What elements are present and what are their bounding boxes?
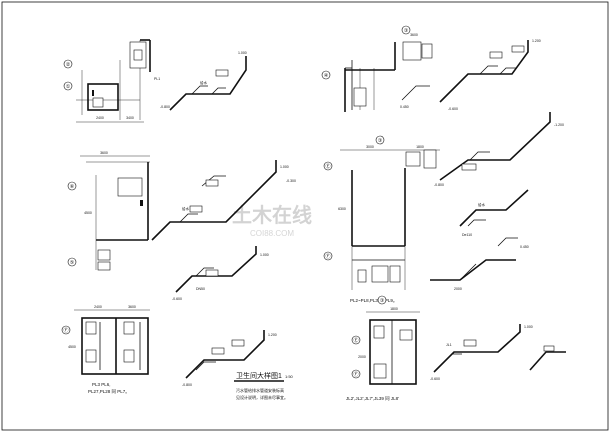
dimension-label: 2000 bbox=[454, 287, 462, 291]
drawing-scale: 1:50 bbox=[285, 374, 294, 379]
watermark: 土木在线 COI88.COM bbox=[232, 203, 312, 238]
elevation-label: -0.800 bbox=[434, 183, 444, 187]
drawing-note: 污水管给排水管道安装标高 bbox=[236, 387, 284, 393]
dimension-label: 4500 bbox=[68, 345, 76, 349]
dimension-label: 4500 bbox=[84, 211, 92, 215]
plan-3: ⑥ ⑤ 3600 4500 bbox=[67, 151, 150, 271]
plan-caption: PL27,PL28 同 PL7。 bbox=[88, 389, 130, 395]
axis-label: ① bbox=[66, 84, 71, 90]
fixture-label: 给水 bbox=[200, 80, 207, 85]
dimension-label: 3600 bbox=[100, 151, 108, 155]
dimension-label: 1800 bbox=[416, 145, 424, 149]
axis-label: ③ bbox=[380, 298, 385, 304]
pipe-label: DN50 bbox=[196, 287, 205, 291]
dimension-label: 3400 bbox=[126, 116, 134, 120]
pipe-label: De110 bbox=[462, 233, 472, 237]
isometric-5: 1.000 -0.600 DN50 bbox=[172, 246, 269, 301]
plan-2: ③ ④ 3600 bbox=[321, 25, 433, 112]
dimension-label: 3600 bbox=[410, 33, 418, 37]
drawing-title: 卫生间大样图1 bbox=[236, 371, 282, 380]
pipe-label: PL1 bbox=[154, 77, 160, 81]
pipe-label: JL1 bbox=[446, 343, 452, 347]
dimension-label: 2000 bbox=[358, 355, 366, 359]
plan-6: ③ Ⓔ Ⓕ 1800 2000 JL2',JL2',JL7',JL39 同 JL… bbox=[346, 295, 420, 402]
isometric-1: 1.000 -0.800 给水 bbox=[160, 51, 247, 111]
elevation-label: -0.800 bbox=[182, 383, 192, 387]
plan-4: ③ Ⓔ Ⓕ 3000 1800 6300 PL2~PL8,PL3 同 PL9。 bbox=[323, 135, 440, 304]
elevation-label: 1.200 bbox=[268, 333, 277, 337]
isometric-3: 1.000 -0.300 给水 bbox=[151, 160, 296, 241]
isometric-7: 1.000 -0.600 JL1 bbox=[430, 324, 566, 381]
plan-1: ② ① 2400 3400 PL1 bbox=[63, 39, 160, 123]
plan-caption: PL3 PL6, bbox=[92, 382, 111, 387]
elevation-label: 0.450 bbox=[520, 245, 529, 249]
dimension-label: 6300 bbox=[338, 207, 346, 211]
drawing-note: 见设计说明，详图未尽事宜。 bbox=[236, 394, 288, 400]
fixture-label: 给水 bbox=[182, 206, 189, 211]
plan-caption: JL2',JL2',JL7',JL39 同 JL8' bbox=[346, 396, 399, 402]
isometric-6: 1.200 -0.800 bbox=[182, 330, 277, 387]
elevation-label: 1.000 bbox=[524, 325, 533, 329]
fixture-label: 给水 bbox=[478, 202, 486, 207]
axis-label: Ⓕ bbox=[353, 371, 358, 378]
axis-label: ⑥ bbox=[70, 184, 75, 190]
axis-label: ④ bbox=[324, 73, 329, 79]
elevation-label: 1.200 bbox=[532, 39, 541, 43]
elevation-label: 0.450 bbox=[400, 105, 409, 109]
axis-label: ③ bbox=[378, 138, 383, 144]
watermark-subtext: COI88.COM bbox=[250, 229, 294, 238]
elevation-label: -0.600 bbox=[172, 297, 182, 301]
elevation-label: 1.000 bbox=[260, 253, 269, 257]
dimension-label: 3600 bbox=[128, 305, 136, 309]
dimension-label: 3000 bbox=[366, 145, 374, 149]
title-block: 卫生间大样图1 1:50 污水管给排水管道安装标高 见设计说明，详图未尽事宜。 bbox=[234, 371, 294, 400]
axis-label: ② bbox=[66, 62, 71, 68]
isometric-2: 1.200 -0.600 0.450 bbox=[400, 39, 541, 111]
axis-label: Ⓔ bbox=[353, 337, 358, 344]
watermark-text: 土木在线 bbox=[232, 203, 312, 227]
elevation-label: -1.200 bbox=[554, 123, 564, 127]
dimension-label: 2400 bbox=[96, 116, 104, 120]
elevation-label: 1.000 bbox=[280, 165, 289, 169]
axis-label: Ⓕ bbox=[63, 327, 68, 334]
axis-label: ③ bbox=[404, 28, 409, 34]
plan-5: Ⓕ 2400 3600 4500 PL3 PL6, PL27,PL28 同 PL… bbox=[61, 305, 150, 395]
elevation-label: 1.000 bbox=[238, 51, 247, 55]
dimension-label: 2400 bbox=[94, 305, 102, 309]
isometric-4: -1.200 -0.800 De110 给水 0.450 2000 bbox=[430, 112, 564, 291]
axis-label: Ⓕ bbox=[325, 253, 330, 260]
plan-caption: PL2~PL8,PL3 同 PL9。 bbox=[350, 298, 397, 304]
axis-label: ⑤ bbox=[70, 260, 75, 266]
dimension-label: 1800 bbox=[390, 307, 398, 311]
elevation-label: -0.600 bbox=[448, 107, 458, 111]
elevation-label: -0.800 bbox=[160, 105, 170, 109]
axis-label: Ⓔ bbox=[325, 163, 330, 170]
elevation-label: -0.600 bbox=[430, 377, 440, 381]
elevation-label: -0.300 bbox=[286, 179, 296, 183]
